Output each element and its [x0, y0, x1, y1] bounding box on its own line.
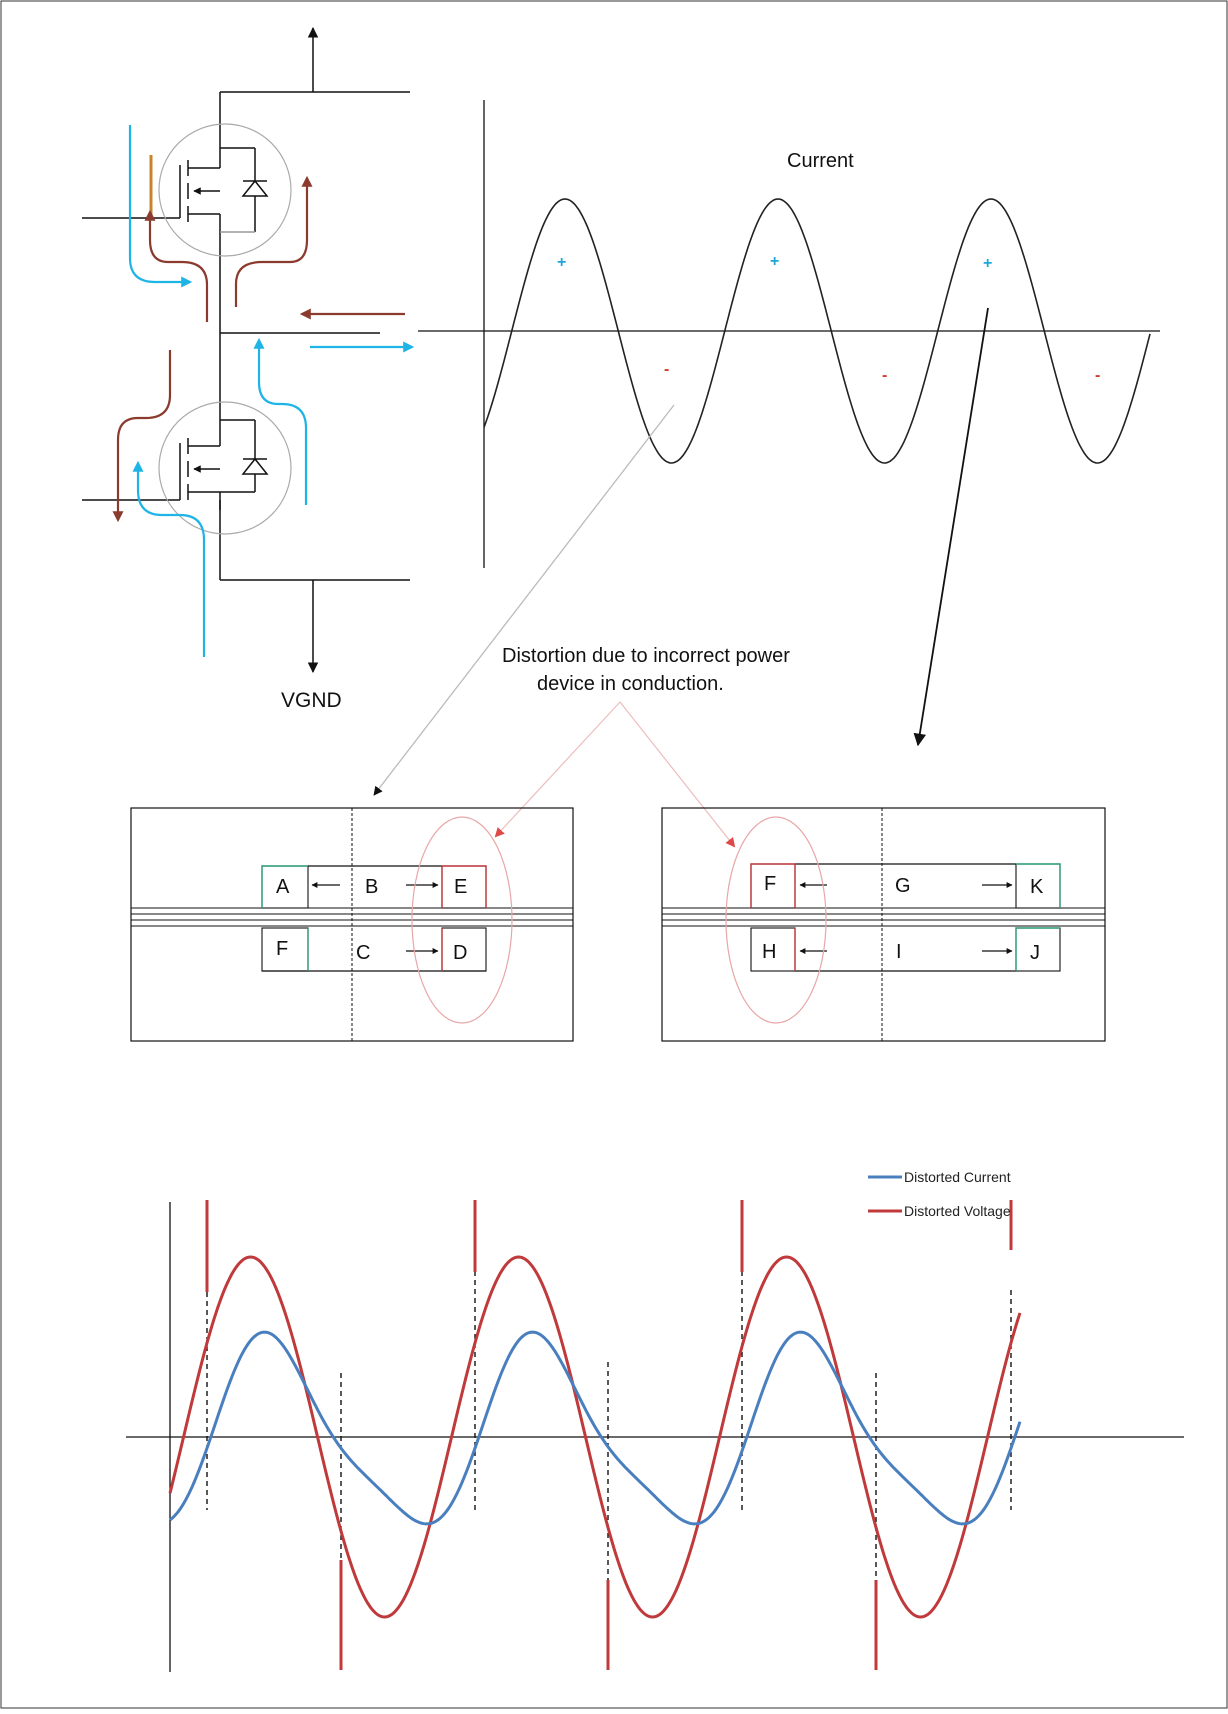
- upper-brown-path: [144, 209, 209, 322]
- left-label-d: D: [453, 942, 467, 964]
- dashed-markers: [206, 1262, 1012, 1600]
- current-plot: Current + + + - - -: [418, 100, 1160, 568]
- left-label-b: B: [365, 876, 378, 898]
- annotation-line-1: Distortion due to incorrect power: [502, 645, 790, 667]
- sine-sign-plus-2: +: [770, 253, 779, 270]
- lower-blue-return-path: [132, 460, 206, 657]
- right-label-j: J: [1030, 942, 1040, 964]
- distorted-voltage-curve: [168, 1200, 1022, 1670]
- left-switching-panel: A B E F C D: [130, 807, 574, 1042]
- annotation-pointer-right: [619, 701, 736, 848]
- upper-brown-return-path: [234, 175, 313, 307]
- distorted-current-curve: [169, 1330, 1022, 1526]
- half-bridge-schematic: [82, 26, 410, 674]
- distorted-waveform-plot: Distorted Current Distorted Voltage: [126, 1169, 1184, 1672]
- current-sine-curve: [483, 198, 1151, 464]
- upper-blue-path: [128, 125, 193, 288]
- legend-voltage-label: Distorted Voltage: [904, 1203, 1011, 1219]
- legend-current-label: Distorted Current: [904, 1169, 1011, 1185]
- current-title: Current: [787, 150, 854, 172]
- right-label-i: I: [896, 941, 902, 963]
- sine-sign-plus-1: +: [557, 254, 566, 271]
- right-label-f: F: [764, 873, 776, 895]
- lower-mosfet-icon: [158, 401, 292, 535]
- lower-blue-path: [253, 337, 308, 505]
- left-label-e: E: [454, 876, 467, 898]
- annotation-line-2: device in conduction.: [537, 673, 724, 695]
- pointer-positive-half: [913, 307, 989, 747]
- sine-sign-minus-3: -: [1095, 367, 1100, 384]
- right-label-k: K: [1030, 876, 1044, 898]
- vgnd-label: VGND: [281, 689, 342, 712]
- conduction-path-arrows: [112, 125, 415, 657]
- left-label-f: F: [276, 938, 288, 960]
- legend: Distorted Current Distorted Voltage: [868, 1169, 1011, 1219]
- sine-sign-plus-3: +: [983, 255, 992, 272]
- upper-mosfet-icon: [158, 123, 292, 257]
- right-label-h: H: [762, 941, 776, 963]
- annotation-pointer-left: [494, 701, 621, 838]
- right-switching-panel: F G K H I J: [661, 807, 1106, 1042]
- sine-sign-minus-2: -: [882, 367, 887, 384]
- pointer-negative-half: [373, 404, 675, 796]
- left-label-a: A: [276, 876, 290, 898]
- lower-brown-path: [112, 350, 172, 523]
- sine-sign-minus-1: -: [664, 361, 669, 378]
- left-label-c: C: [356, 942, 370, 964]
- right-label-g: G: [895, 875, 911, 897]
